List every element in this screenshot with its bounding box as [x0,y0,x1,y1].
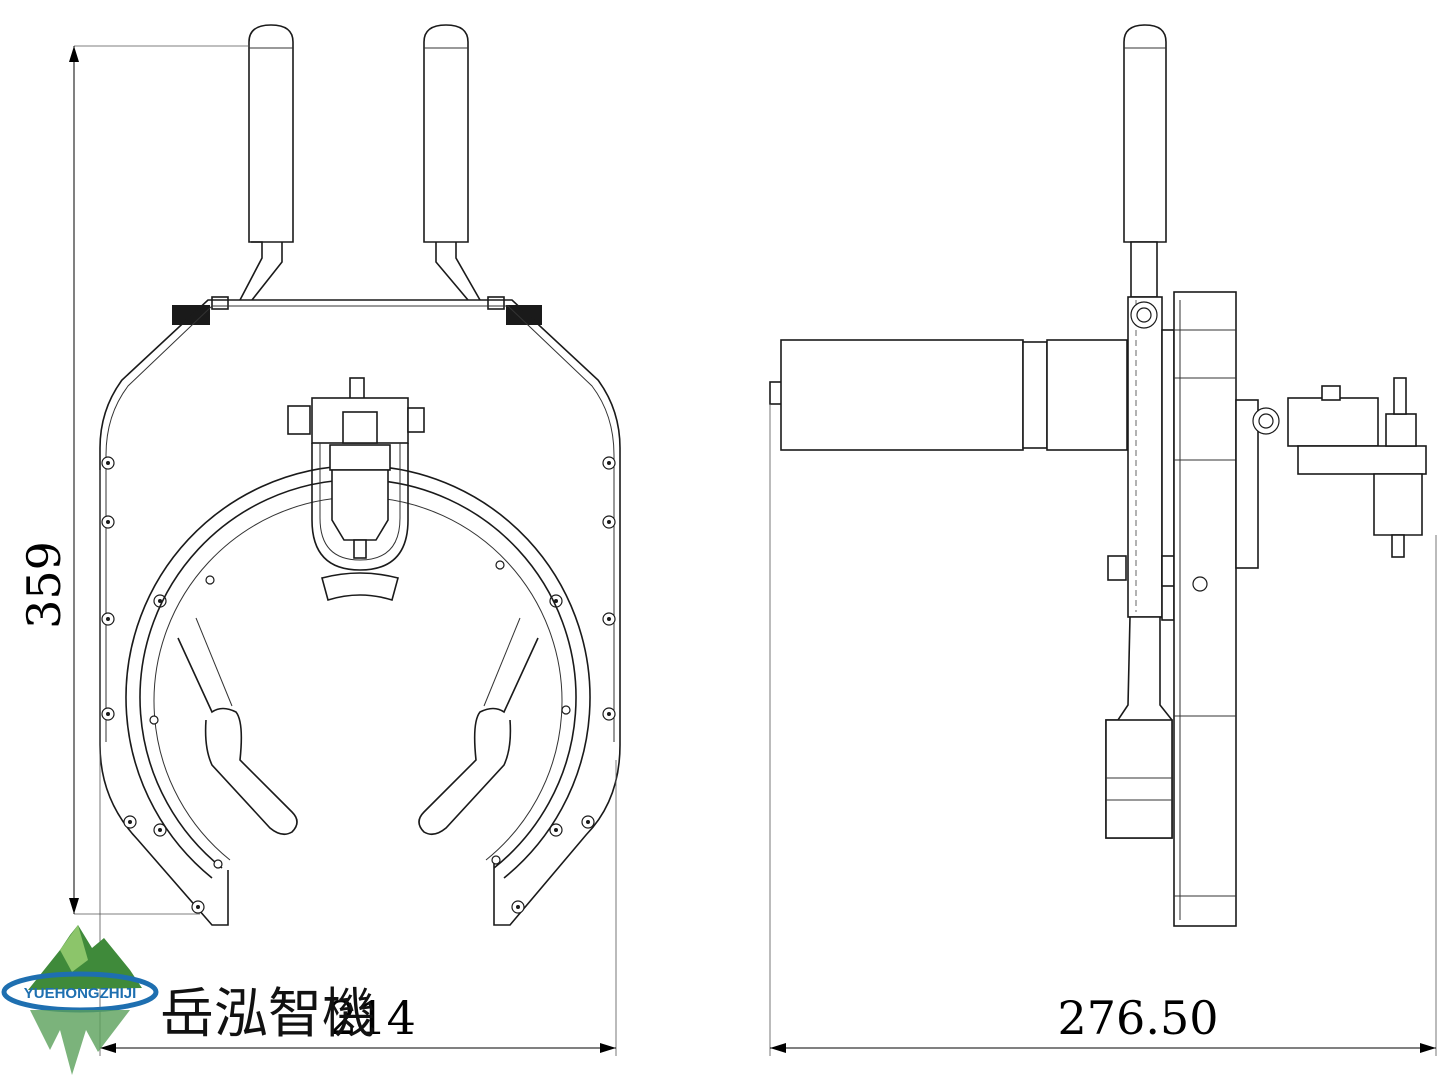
logo-trees-icon [30,1010,130,1075]
side-handle [1123,24,1167,298]
housing-bolts [101,456,616,914]
company-logo: YUEHONGZHIJI 岳泓智機 [1,925,376,1075]
front-right-handle [423,24,481,301]
dimension-front-width: 214 [99,470,617,1056]
front-clamp-arms [177,617,539,836]
dimension-front-width-label: 214 [328,991,416,1045]
side-clamp-head [1252,377,1427,558]
dimension-height: 359 [17,45,250,915]
dimension-side-width-label: 276.50 [1058,991,1219,1045]
dimension-height-label: 359 [17,541,71,629]
dimension-side-width: 276.50 [769,404,1437,1056]
logo-chinese-name: 岳泓智機 [160,982,376,1045]
front-left-handle [239,24,294,301]
logo-ring-text: YUEHONGZHIJI [24,985,137,1002]
front-clamp-head [287,377,425,602]
front-view [99,24,621,926]
side-motor [769,339,1128,451]
side-arm [1105,296,1175,839]
side-view [769,24,1427,927]
side-plate [1173,291,1259,927]
